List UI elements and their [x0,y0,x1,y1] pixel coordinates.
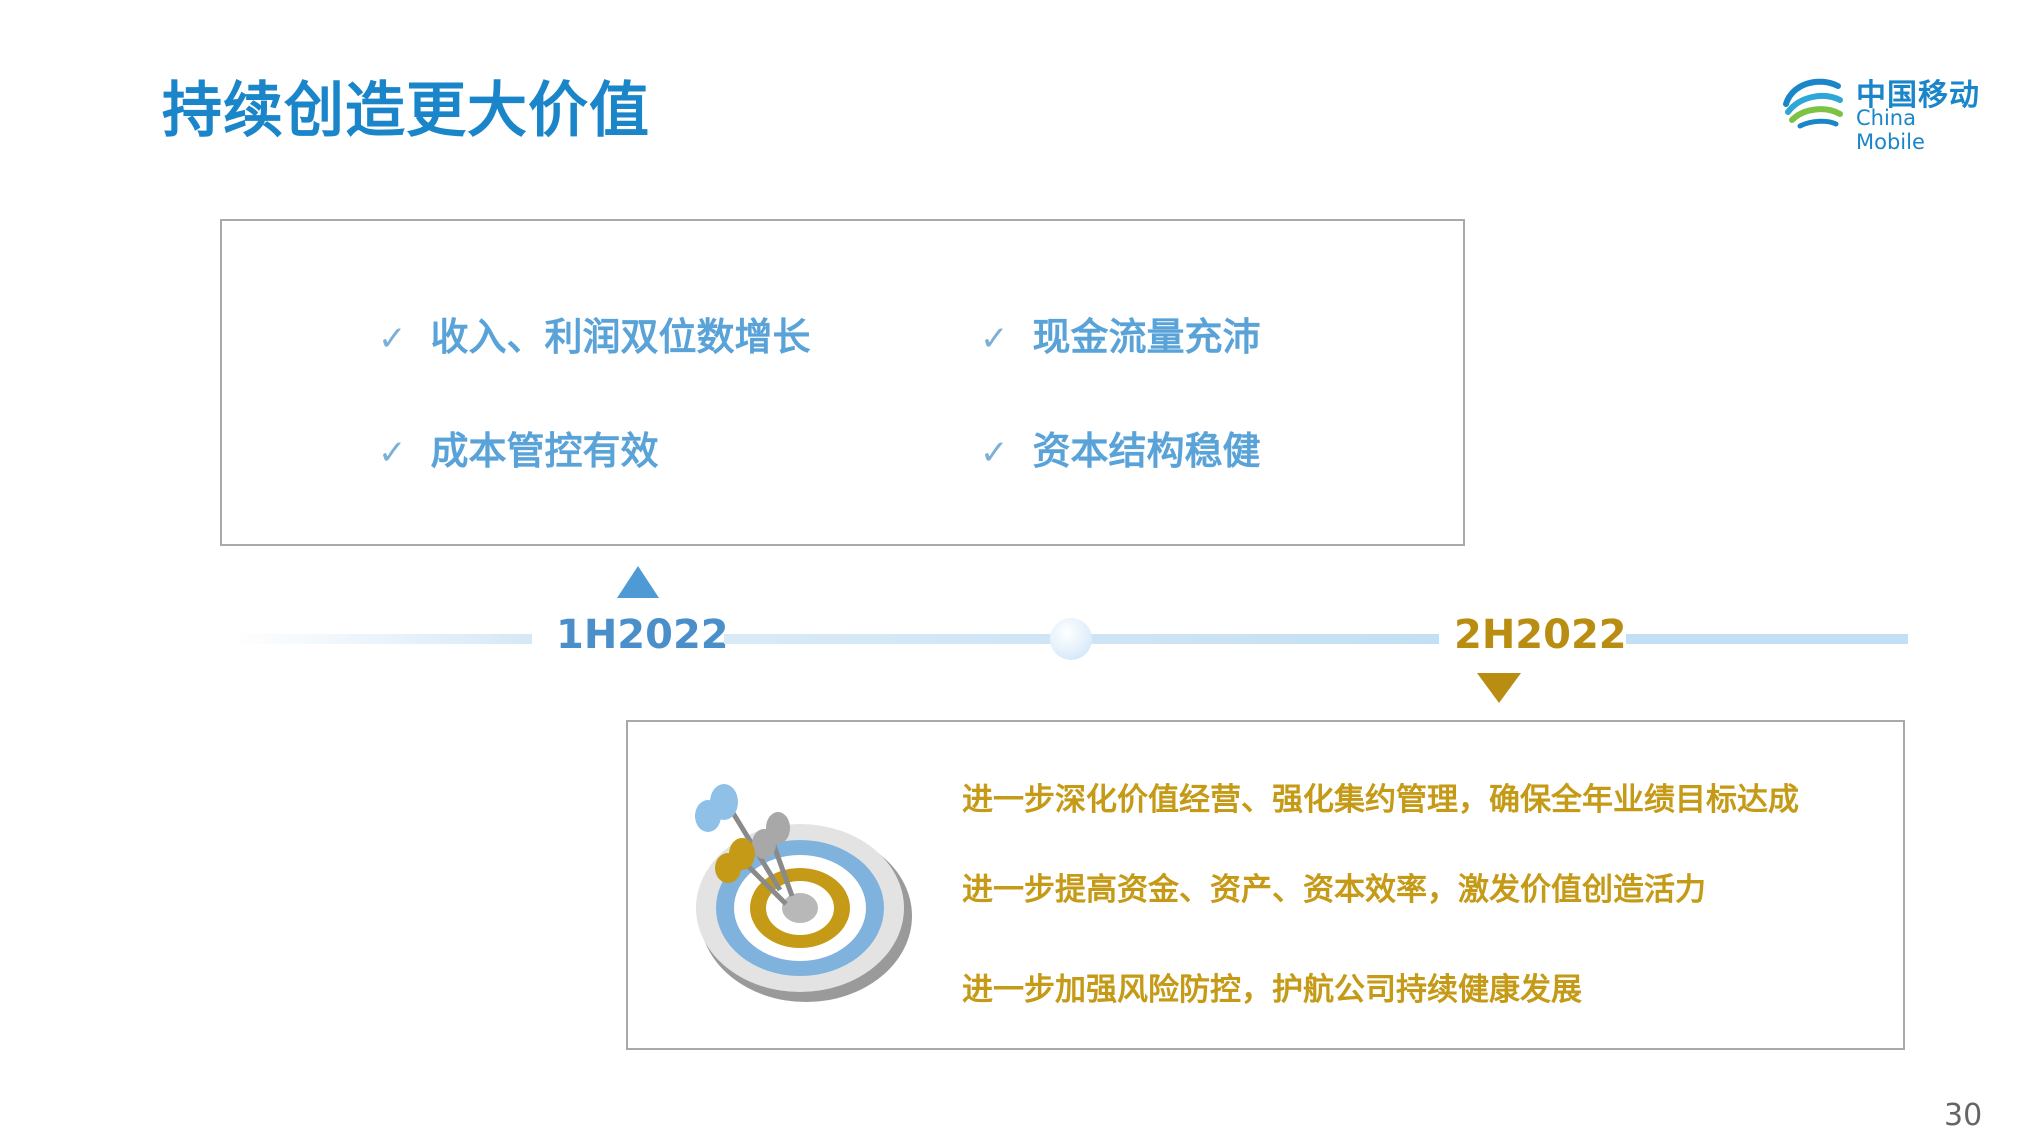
timeline-segment [230,634,532,644]
logo-text-en: China Mobile [1856,106,1925,154]
achievement-item: ✓ 收入、利润双位数增长 [378,306,811,361]
logo-text-cn: 中国移动 [1856,78,1980,113]
achievement-label: 现金流量充沛 [1032,315,1261,359]
page-number: 30 [1944,1098,1983,1133]
achievement-label: 收入、利润双位数增长 [430,315,811,359]
china-mobile-logo: 中国移动 China Mobile [1778,66,1990,154]
timeline-label-2h: 2H2022 [1454,612,1627,658]
plan-item: 进一步深化价值经营、强化集约管理，确保全年业绩目标达成 [962,782,1799,818]
triangle-down-icon [1477,673,1521,703]
check-icon: ✓ [980,433,1009,473]
check-icon: ✓ [378,319,407,359]
timeline-label-1h: 1H2022 [556,612,729,658]
china-mobile-logo-icon [1783,78,1843,129]
slide-title: 持续创造更大价值 [162,76,650,146]
check-icon: ✓ [980,319,1009,359]
dartboard-target-icon [695,784,912,1002]
timeline-dot [1050,618,1092,660]
achievement-label: 成本管控有效 [430,429,659,473]
check-icon: ✓ [378,433,407,473]
plan-item: 进一步加强风险防控，护航公司持续健康发展 [962,972,1582,1008]
achievement-item: ✓ 成本管控有效 [378,420,659,475]
achievement-label: 资本结构稳健 [1032,429,1261,473]
triangle-up-icon [617,566,659,598]
timeline-segment [1626,634,1908,644]
achievement-item: ✓ 现金流量充沛 [980,306,1261,361]
achievements-box [220,219,1465,546]
achievement-item: ✓ 资本结构稳健 [980,420,1261,475]
plan-item: 进一步提高资金、资产、资本效率，激发价值创造活力 [962,872,1706,908]
